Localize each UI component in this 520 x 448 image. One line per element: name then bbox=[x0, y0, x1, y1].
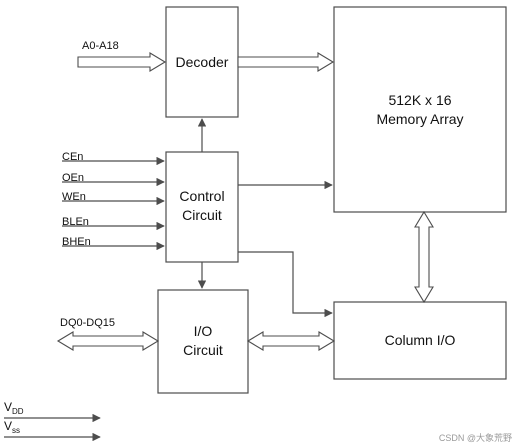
vss-label: Vss bbox=[4, 419, 20, 435]
io-to-column-io-arrow bbox=[246, 331, 336, 351]
address-bus-arrow bbox=[77, 52, 167, 72]
control-to-column-io-arrow bbox=[238, 251, 333, 318]
control-circuit-label-1: Control bbox=[179, 188, 224, 204]
oe-signal-label: OEn bbox=[62, 172, 84, 184]
memory-array-label-2: Memory Array bbox=[376, 111, 463, 127]
io-circuit-block bbox=[157, 289, 249, 394]
memory-array-label-1: 512K x 16 bbox=[388, 92, 451, 108]
io-circuit-label-1: I/O bbox=[194, 323, 213, 339]
we-signal-label: WEn bbox=[62, 191, 86, 203]
ce-signal-label: CEn bbox=[62, 151, 83, 163]
dq-bus-label: DQ0-DQ15 bbox=[60, 317, 115, 329]
dq-bus-arrow bbox=[56, 331, 160, 351]
decoder-to-memory-arrow bbox=[237, 52, 335, 72]
ble-signal-label: BLEn bbox=[62, 216, 89, 228]
decoder-block bbox=[165, 6, 239, 118]
column-io-block bbox=[333, 301, 507, 380]
bhe-signal-label: BHEn bbox=[62, 236, 91, 248]
control-circuit-block bbox=[165, 151, 239, 263]
decoder-label: Decoder bbox=[176, 54, 229, 70]
watermark: CSDN @大象荒野 bbox=[439, 432, 512, 443]
io-circuit-label-2: Circuit bbox=[183, 342, 223, 358]
column-io-label: Column I/O bbox=[385, 332, 456, 348]
memory-array-block bbox=[333, 6, 507, 213]
address-bus-label: A0-A18 bbox=[82, 40, 119, 52]
vdd-label: VDD bbox=[4, 400, 24, 416]
control-circuit-label-2: Circuit bbox=[182, 207, 222, 223]
memory-to-column-io-arrow bbox=[414, 210, 434, 304]
